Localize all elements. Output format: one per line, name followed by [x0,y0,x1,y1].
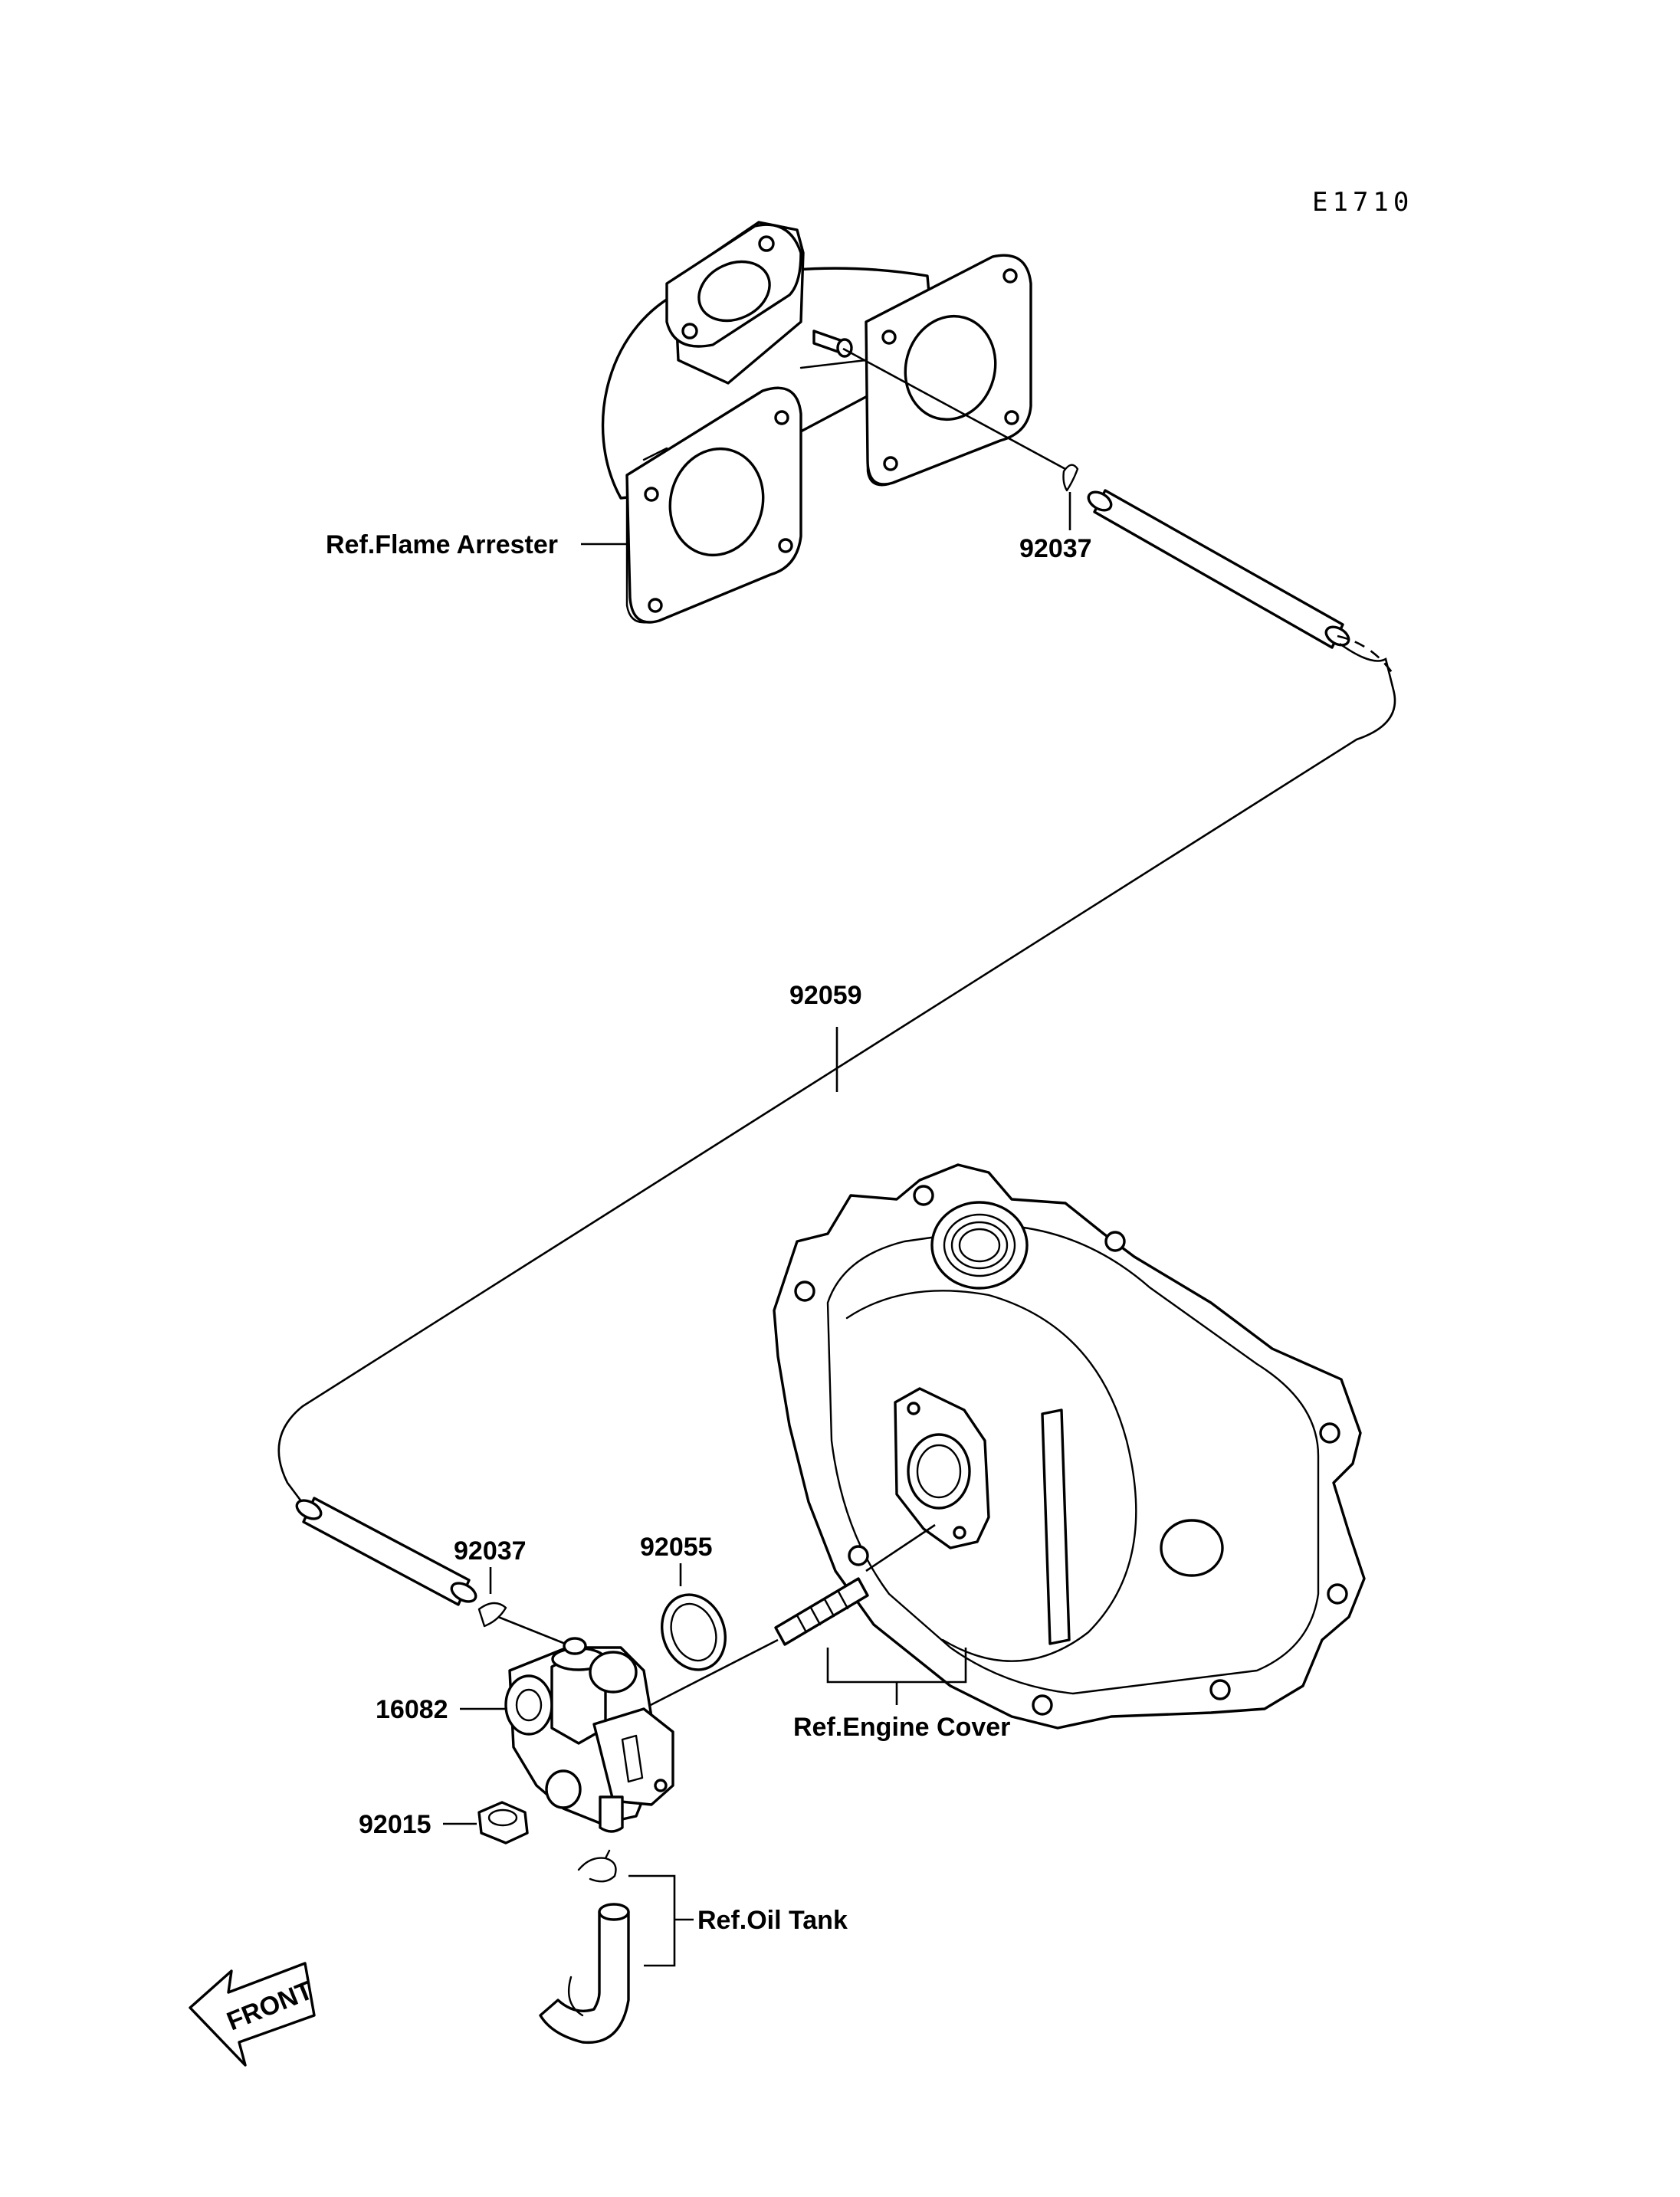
oil-tank-clip [577,1849,617,1883]
lower-fitting-leader [497,1615,576,1649]
flame-arrester-assembly [601,221,1032,624]
upper-clamp-92037 [1062,464,1079,492]
engine-cover [773,1163,1366,1730]
oil-tank-bracket [628,1874,676,1967]
stud-leader [865,1523,936,1572]
label-engine-cover: Ref.Engine Cover [793,1713,1010,1742]
plug-92015 [477,1801,529,1844]
lower-clamp-92037 [477,1602,507,1628]
oil-seal-92055 [661,1593,727,1671]
label-pump-16082: 16082 [376,1695,448,1724]
oil-tank-hose [539,1903,630,2045]
hose-dashed-route [1337,635,1395,675]
label-clamp-92037-lower: 92037 [454,1536,527,1566]
mounting-stud [774,1577,869,1646]
oil-pump-16082 [504,1637,674,1833]
upper-fitting-leader [842,347,1066,471]
diagram-code: E1710 [1312,187,1413,218]
label-plug-92015: 92015 [359,1810,431,1839]
label-oil-tank: Ref.Oil Tank [697,1906,848,1935]
lower-hose-end [295,1497,477,1606]
front-arrow: FRONT [189,1962,317,2067]
label-flame-arrester: Ref.Flame Arrester [326,530,558,559]
upper-hose-end [1087,489,1350,649]
label-hose-92059: 92059 [789,981,862,1010]
label-oil-seal-92055: 92055 [640,1533,713,1562]
hose-92059 [277,642,1396,1514]
label-clamp-92037-upper: 92037 [1019,534,1092,563]
